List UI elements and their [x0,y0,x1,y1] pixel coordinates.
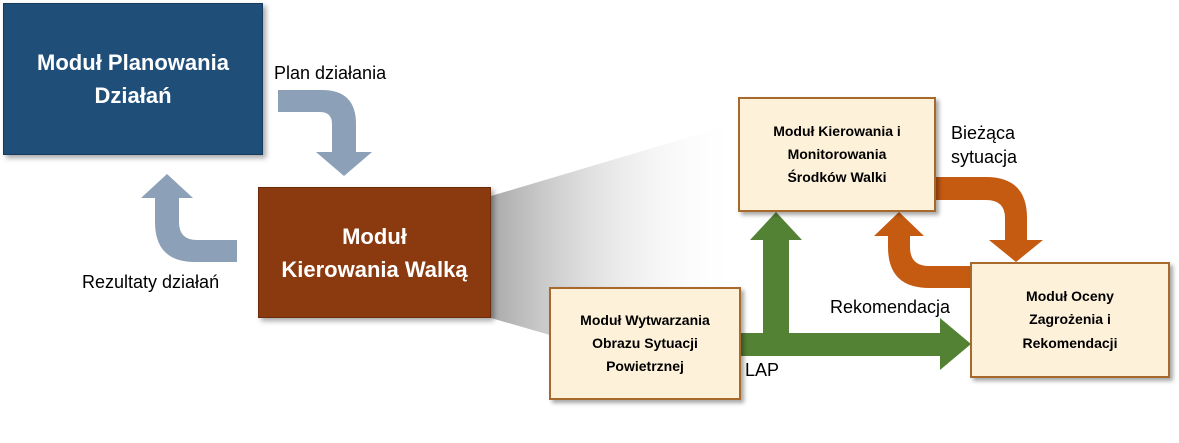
plan-arrow [278,90,372,176]
recommendation-label: Rekomendacja [830,297,951,317]
lap-label: LAP [745,360,780,380]
threat-assessment-module: Moduł Oceny Zagrożenia i Rekomendacji [970,262,1170,378]
monitoring-module: Moduł Kierowania i Monitorowania Środków… [738,97,936,212]
lap-arrow [741,318,971,370]
planning-module: Moduł Planowania Działań [3,3,263,155]
lap-up-arrow [750,212,802,344]
air-picture-module: Moduł Wytwarzania Obrazu Sytuacji Powiet… [549,287,741,400]
combat-command-module: Moduł Kierowania Walką [258,187,491,318]
results-arrow [141,174,237,262]
plan-label: Plan działania [274,63,387,83]
current-situation-arrow [936,177,1043,262]
feedback-arrow [874,212,972,288]
results-label: Rezultaty działań [82,272,220,292]
current-situation-label: Bieżąca sytuacja [951,123,1018,168]
